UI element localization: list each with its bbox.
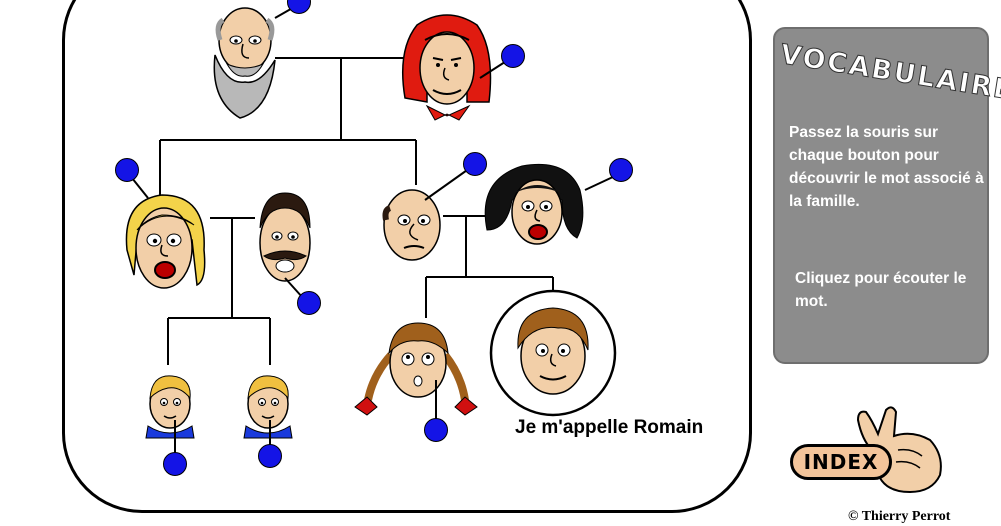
romain-caption: Je m'appelle Romain: [515, 417, 704, 438]
aunt-portrait: [125, 194, 206, 289]
sister-portrait: [354, 322, 478, 416]
hover-instruction: Passez la souris sur chaque bouton pour …: [789, 124, 984, 210]
grandfather-portrait: [213, 7, 276, 119]
uncle-word-button[interactable]: [297, 291, 321, 315]
click-instruction: Cliquez pour écouter le mot.: [795, 270, 967, 310]
index-button[interactable]: INDEX: [790, 444, 892, 480]
mother-word-button[interactable]: [609, 158, 633, 182]
romain-portrait: [489, 289, 617, 417]
cousin-one-portrait: [145, 375, 195, 439]
cousin-two-word-button[interactable]: [258, 444, 282, 468]
panel-title: VOCABULAIRE: [778, 39, 1001, 108]
father-word-button[interactable]: [463, 152, 487, 176]
vocabulary-panel: VOCABULAIRE Passez la souris sur chaque …: [773, 27, 1001, 364]
father-portrait: [382, 189, 441, 261]
uncle-portrait: [259, 192, 311, 282]
grandmother-word-button[interactable]: [501, 44, 525, 68]
grandmother-portrait: [402, 14, 492, 121]
mother-portrait: [484, 163, 584, 245]
sister-word-button[interactable]: [424, 418, 448, 442]
cousin-two-portrait: [243, 375, 293, 439]
aunt-word-button[interactable]: [115, 158, 139, 182]
cousin-one-word-button[interactable]: [163, 452, 187, 476]
copyright-notice: © Thierry Perrot: [848, 509, 951, 524]
